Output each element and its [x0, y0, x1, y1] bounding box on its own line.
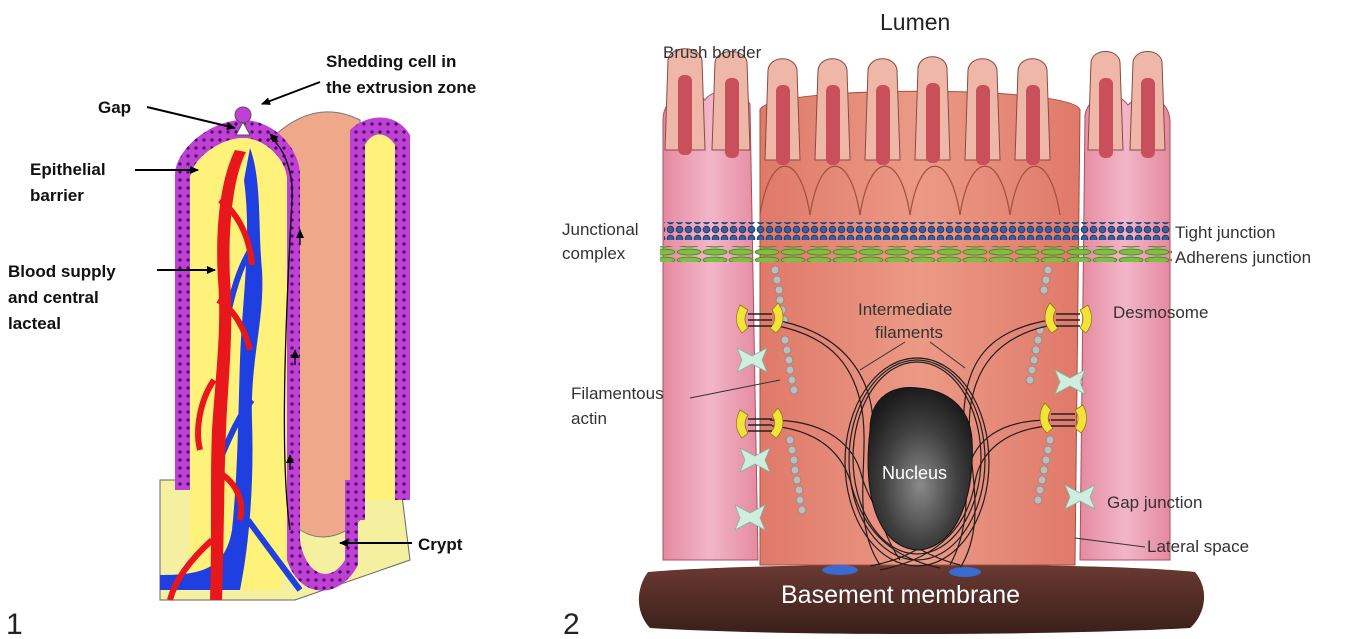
label-filamentous-2: actin [571, 409, 607, 428]
label-desmosome: Desmosome [1113, 303, 1208, 322]
label-nucleus: Nucleus [882, 463, 947, 483]
shedding-arrow [262, 82, 320, 104]
label-intermediate-2: filaments [875, 323, 943, 342]
adherens-junction-band [660, 246, 1172, 262]
label-lumen: Lumen [880, 9, 950, 35]
label-blood-1: Blood supply [8, 262, 116, 281]
label-epithelial-2: barrier [30, 186, 84, 205]
panel-number-1: 1 [6, 608, 23, 639]
panel-1-villus-diagram: Shedding cell in the extrusion zone Gap … [6, 52, 476, 639]
label-blood-3: lacteal [8, 314, 61, 333]
label-lateral-space: Lateral space [1147, 537, 1249, 556]
label-intermediate-1: Intermediate [858, 300, 953, 319]
label-shedding-2: the extrusion zone [326, 78, 476, 97]
right-side-cell [1080, 95, 1170, 560]
panel-number-2: 2 [563, 608, 580, 639]
label-junctional-1: Junctional [562, 220, 639, 239]
label-epithelial-1: Epithelial [30, 160, 106, 179]
gap-arrow [147, 107, 235, 128]
label-brush-border: Brush border [663, 43, 762, 62]
hemidesmosome-left [822, 565, 858, 575]
label-filamentous-1: Filamentous [571, 384, 664, 403]
label-gap-junction: Gap junction [1107, 493, 1202, 512]
label-blood-2: and central [8, 288, 99, 307]
label-basement-membrane: Basement membrane [781, 581, 1020, 609]
label-tight-junction: Tight junction [1175, 223, 1275, 242]
label-junctional-2: complex [562, 244, 626, 263]
shedding-cell [235, 107, 251, 123]
label-shedding-1: Shedding cell in [326, 52, 456, 71]
label-gap: Gap [98, 98, 131, 117]
label-adherens-junction: Adherens junction [1175, 248, 1311, 267]
panel-2-enterocyte-diagram: Lumen Brush border Junctional complex Ti… [562, 9, 1311, 639]
tight-junction-band [664, 222, 1170, 240]
hemidesmosome-right [949, 567, 981, 577]
label-crypt: Crypt [418, 535, 463, 554]
neighbour-villus-core [365, 134, 395, 500]
